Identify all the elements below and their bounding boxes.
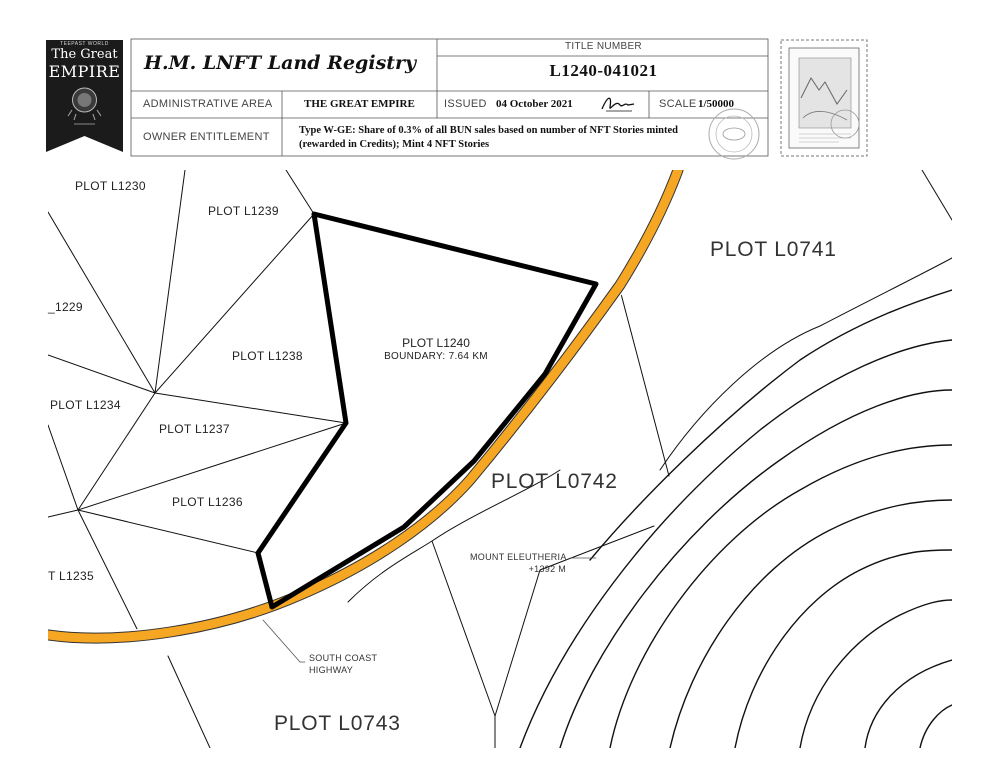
scale-label: SCALE [659, 98, 697, 110]
title-number: L1240-041021 [549, 61, 658, 80]
registry-title: H.M. LNFT Land Registry [144, 52, 417, 74]
plot-label-l1235: T L1235 [48, 569, 94, 583]
plot-label-l1238: PLOT L1238 [232, 349, 303, 363]
emblem-title-line2: EMPIRE [48, 62, 121, 81]
plot-label-l1237: PLOT L1237 [159, 422, 230, 436]
mount-name: MOUNT ELEUTHERIA [470, 552, 567, 562]
official-seal-icon [708, 108, 760, 160]
emblem-small-text: TEEPAST WORLD [60, 41, 109, 47]
owner-entitlement-line2: (rewarded in Credits); Mint 4 NFT Storie… [299, 139, 490, 150]
owner-entitlement-label: OWNER ENTITLEMENT [143, 131, 270, 143]
contour-lines [519, 257, 952, 748]
mount-eleutheria-label: MOUNT ELEUTHERIA +1392 M [470, 551, 566, 575]
owner-entitlement-line1: Type W-GE: Share of 0.3% of all BUN sale… [299, 125, 678, 136]
plot-l1240-boundary [255, 211, 599, 610]
mount-elevation: +1392 M [528, 564, 566, 574]
plot-label-l1234: PLOT L1234 [50, 398, 121, 412]
signature-icon [601, 97, 635, 112]
highway-label-line2: HIGHWAY [309, 665, 354, 675]
plot-label-l0743: PLOT L0743 [274, 712, 401, 735]
plot-label-l0741: PLOT L0741 [710, 238, 837, 261]
postage-stamp [780, 39, 868, 157]
plot-boundaries [48, 170, 952, 748]
empire-emblem [46, 40, 123, 152]
scale-value: 1/50000 [698, 98, 735, 110]
administrative-area-label: ADMINISTRATIVE AREA [143, 98, 273, 110]
administrative-area-value: THE GREAT EMPIRE [304, 98, 415, 110]
owner-entitlement-text: Type W-GE: Share of 0.3% of all BUN sale… [299, 124, 719, 152]
plot-label-l1230: PLOT L1230 [75, 179, 146, 193]
highway-label-line1: SOUTH COAST [309, 653, 378, 663]
plot-label-l0742: PLOT L0742 [491, 470, 618, 493]
title-number-label: TITLE NUMBER [565, 41, 642, 52]
south-coast-highway-fill [48, 170, 683, 643]
issued-label: ISSUED [444, 98, 487, 110]
subject-plot-name: PLOT L1240 [402, 336, 470, 350]
plot-label-l1236: PLOT L1236 [172, 495, 243, 509]
plot-label-l1229: _1229 [48, 300, 83, 314]
issued-date: 04 October 2021 [496, 98, 573, 110]
highway-label: SOUTH COAST HIGHWAY [309, 652, 377, 676]
subject-plot-boundary: BOUNDARY: 7.64 KM [384, 351, 488, 362]
emblem-title-line1: The Great [51, 47, 118, 62]
subject-plot-label: PLOT L1240 BOUNDARY: 7.64 KM [366, 336, 506, 362]
leader-lines [262, 557, 597, 663]
plot-label-l1239: PLOT L1239 [208, 204, 279, 218]
